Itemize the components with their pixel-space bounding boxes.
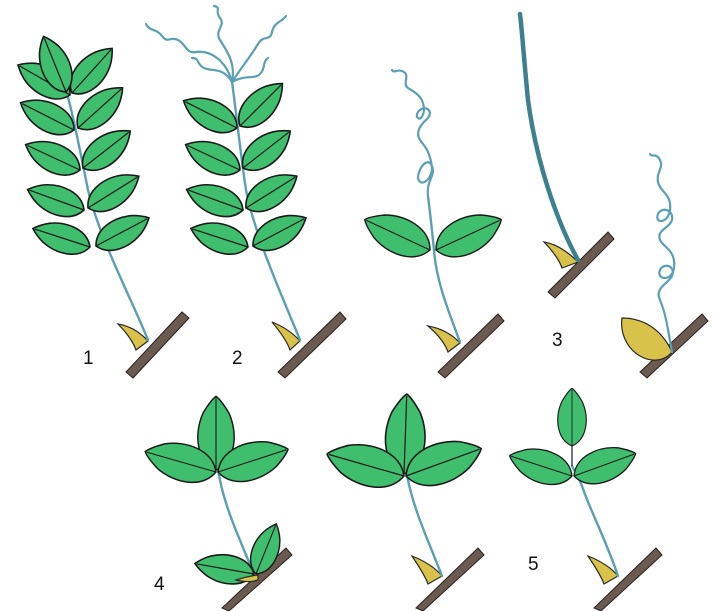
enlarged-stipule-3c (622, 318, 672, 360)
figure-5-stalked-terminal-leaflet: 5 (505, 388, 662, 611)
figure-label-2: 2 (232, 348, 243, 369)
trifoliate-mid (322, 393, 488, 495)
stipule-mid (412, 556, 442, 584)
tendrils-2 (146, 6, 286, 82)
trifoliate-4 (140, 396, 293, 489)
leaflets-2 (177, 74, 312, 261)
tendril-3a (392, 70, 433, 196)
tendril-stalk-3b (520, 14, 578, 260)
stipule-2 (272, 322, 300, 350)
tendril-3c (650, 154, 674, 352)
figure-3-single-pair-tendril (357, 70, 509, 378)
branch-3b (548, 232, 614, 298)
figure-trifoliate-middle (322, 393, 488, 611)
petiole-3a (428, 196, 460, 342)
leaflets-1 (11, 31, 156, 260)
figure-label-4: 4 (154, 574, 165, 595)
figure-3-whole-leaf-tendril (520, 14, 614, 298)
figure-label-1: 1 (83, 348, 94, 369)
figure-1-pinnate-leaf: 1 (11, 31, 189, 378)
figure-label-5: 5 (528, 554, 539, 575)
figure-4-trifoliate-large-stipules: 4 (140, 396, 293, 611)
stipules-4 (192, 519, 288, 588)
trifoliate-5 (505, 388, 642, 491)
figure-label-3: 3 (552, 330, 563, 351)
